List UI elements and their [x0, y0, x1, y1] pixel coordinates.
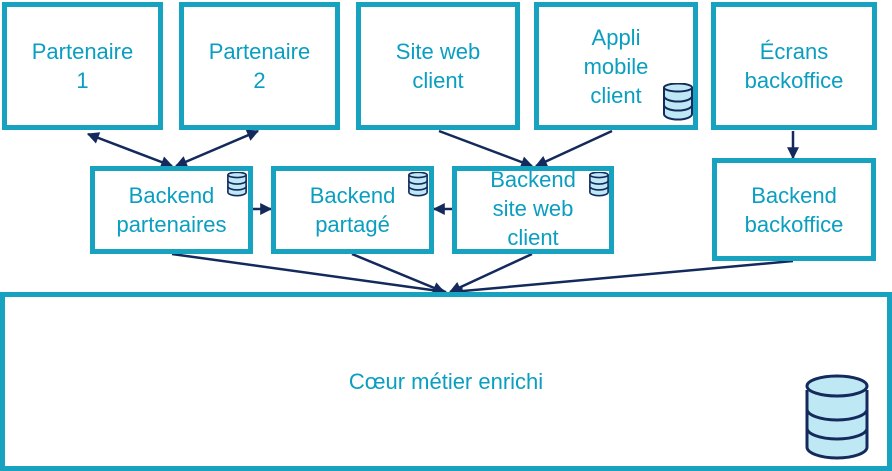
edge-backend-site-web-coeur [448, 252, 533, 294]
node-label: Partenaire 2 [208, 39, 311, 93]
node-backend-partage: Backend partagé [271, 166, 434, 254]
node-label: Cœur métier enrichi [348, 369, 544, 394]
database-icon [663, 83, 693, 121]
node-label: Appli mobile client [583, 24, 649, 108]
database-icon [408, 172, 428, 197]
node-label: Backend partagé [309, 183, 396, 237]
database-icon [805, 374, 869, 460]
database-icon [589, 172, 609, 197]
edge-appli-mobile-backend-site-web [534, 129, 613, 168]
edge-backend-partage-coeur [351, 252, 446, 294]
node-backend-backoffice: Backend backoffice [712, 158, 876, 261]
edge-partenaire2-backend-partenaires [174, 129, 260, 168]
edge-partenaire1-backend-partenaires [86, 132, 174, 168]
node-label: Écrans backoffice [744, 39, 844, 93]
node-label: Backend site web client [490, 166, 576, 250]
node-backend-partenaires: Backend partenaires [90, 166, 253, 254]
node-partenaire-1: Partenaire 1 [2, 2, 163, 130]
node-coeur-metier-enrichi: Cœur métier enrichi [0, 292, 892, 471]
edge-site-web-backend-site-web [438, 129, 534, 168]
database-icon [227, 172, 247, 197]
node-ecrans-backoffice: Écrans backoffice [711, 2, 877, 130]
node-backend-site-web-client: Backend site web client [452, 166, 614, 254]
node-label: Backend partenaires [116, 183, 227, 237]
edge-backend-partenaires-coeur [171, 252, 448, 297]
node-label: Backend backoffice [744, 182, 844, 237]
node-site-web-client: Site web client [356, 2, 520, 130]
edge-backend-backoffice-coeur [450, 259, 794, 297]
node-label: Partenaire 1 [31, 39, 134, 93]
node-partenaire-2: Partenaire 2 [179, 2, 340, 130]
node-label: Site web client [395, 39, 481, 93]
